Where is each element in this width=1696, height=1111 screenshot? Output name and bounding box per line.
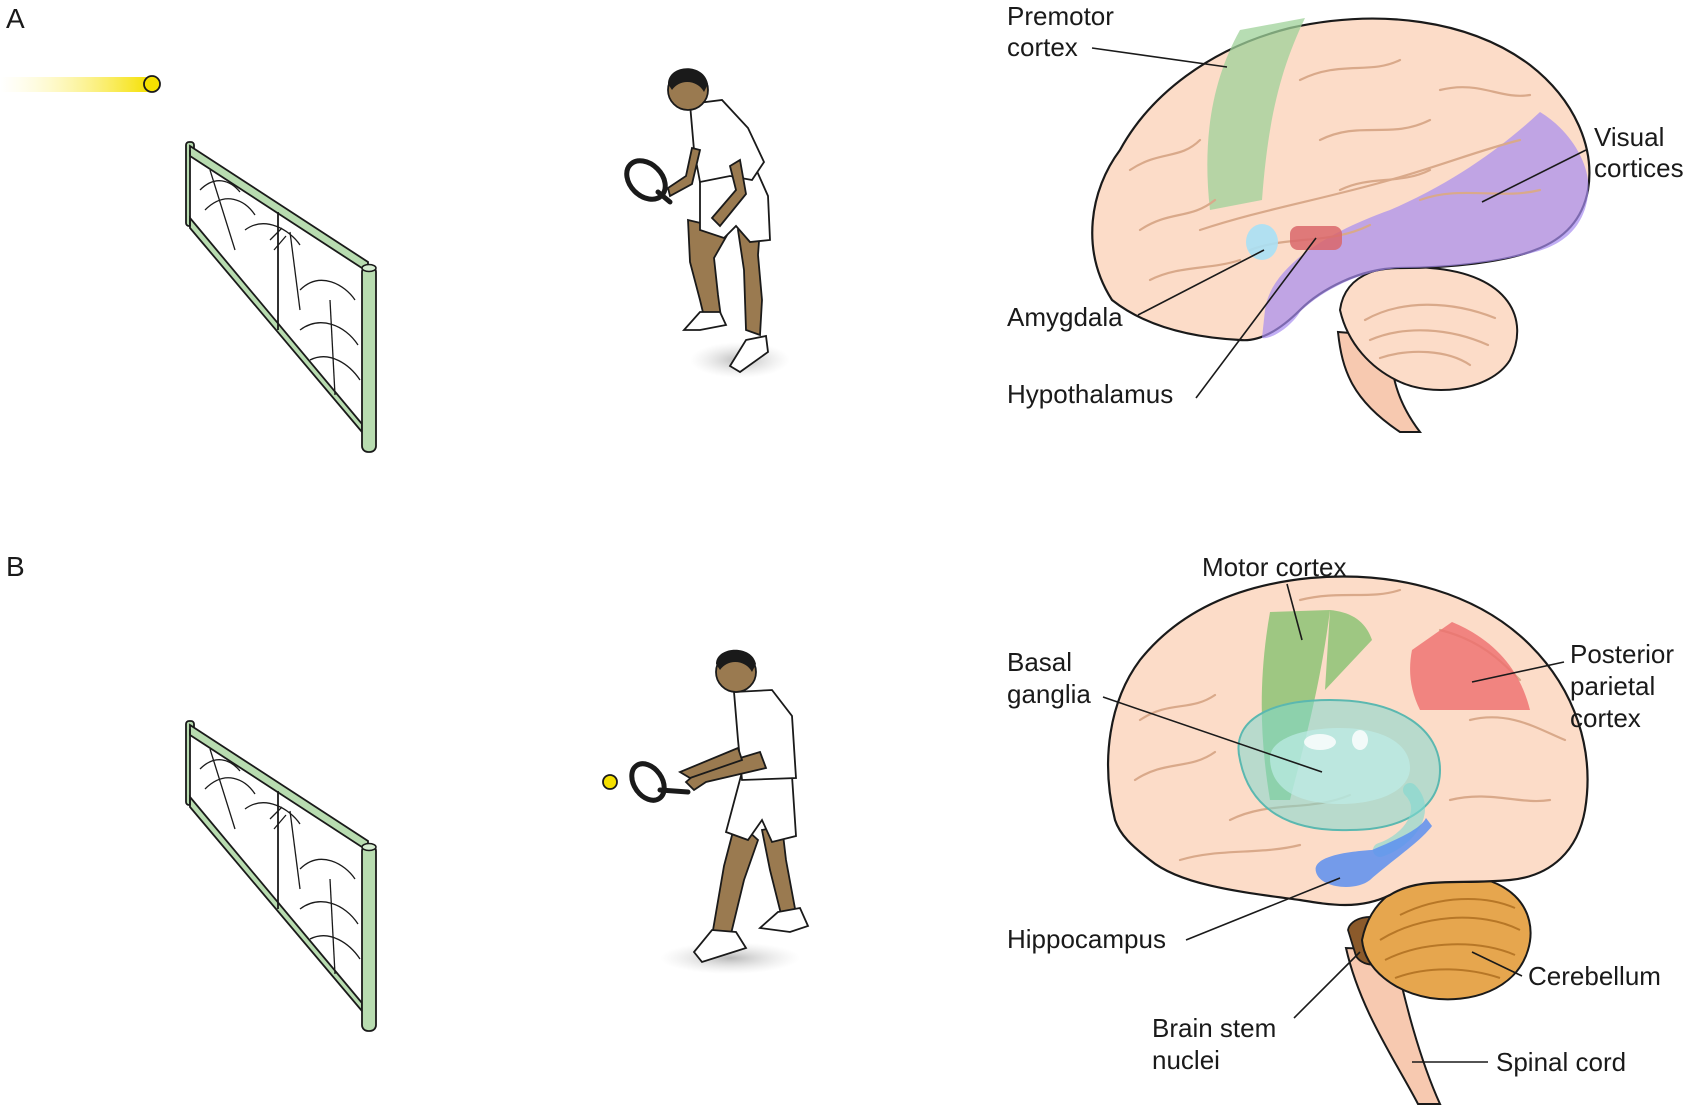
visual-label-line2: cortices: [1594, 153, 1684, 183]
ball-trail: [0, 77, 150, 92]
hippocampus-label: Hippocampus: [1007, 877, 1341, 954]
tennis-ball-b: [602, 774, 618, 790]
motor-cortex-label-text: Motor cortex: [1202, 552, 1347, 582]
hypothalamus-label: Hypothalamus: [1007, 237, 1317, 409]
visual-leader: [1481, 149, 1587, 203]
hypothalamus-label-text: Hypothalamus: [1007, 379, 1173, 409]
motor-cortex-leader: [1286, 583, 1303, 641]
amygdala-label-text: Amygdala: [1007, 302, 1123, 332]
hippocampus-region: [1315, 818, 1432, 887]
posterior-parietal-label: Posterior parietal cortex: [1471, 639, 1674, 733]
premotor-label-line2: cortex: [1007, 32, 1078, 62]
premotor-label-line1: Premotor: [1007, 1, 1114, 31]
posterior-label-line2: parietal: [1570, 671, 1655, 701]
spinal-cord-label-text: Spinal cord: [1496, 1047, 1626, 1077]
spinal-cord-b: [1344, 946, 1442, 1105]
visual-region: [1262, 112, 1589, 339]
motor-cortex-label: Motor cortex: [1202, 552, 1347, 641]
basal-ganglia-label-line1: Basal: [1007, 647, 1072, 677]
posterior-label-line3: cortex: [1570, 703, 1641, 733]
basal-ganglia-leader: [1102, 696, 1323, 773]
cerebellum-label-text: Cerebellum: [1528, 961, 1661, 991]
basal-ganglia-label-line2: ganglia: [1007, 679, 1091, 709]
posterior-parietal-region: [1410, 622, 1530, 710]
tennis-ball: [143, 75, 161, 93]
tennis-player-a: [624, 68, 790, 378]
basal-ganglia-label: Basal ganglia: [1007, 647, 1323, 773]
brainstem-label-line1: Brain stem: [1152, 1013, 1276, 1043]
amygdala-region: [1246, 224, 1278, 260]
posterior-label-line1: Posterior: [1570, 639, 1674, 669]
visual-label: Visual cortices: [1481, 122, 1684, 203]
cerebellum-leader: [1471, 951, 1523, 977]
hypothalamus-leader: [1195, 237, 1317, 399]
visual-label-line1: Visual: [1594, 122, 1664, 152]
amygdala-label: Amygdala: [1007, 249, 1265, 332]
panel-b: B: [6, 551, 1674, 1105]
premotor-leader: [1091, 47, 1228, 68]
posterior-leader: [1471, 661, 1565, 683]
tennis-net-a: [185, 141, 377, 453]
brainstem-label: Brain stem nuclei: [1152, 951, 1361, 1075]
panel-a: A: [0, 1, 1684, 453]
brainstem-leader: [1293, 951, 1361, 1019]
hippocampus-label-text: Hippocampus: [1007, 924, 1166, 954]
cerebellum-label: Cerebellum: [1471, 951, 1661, 991]
tennis-player-b: [602, 649, 810, 974]
brainstem-label-line2: nuclei: [1152, 1045, 1220, 1075]
brain-a: [1091, 17, 1591, 433]
panel-b-letter: B: [6, 551, 25, 582]
spinal-cord-label: Spinal cord: [1412, 1047, 1626, 1077]
amygdala-leader: [1137, 249, 1265, 316]
premotor-region: [1207, 18, 1305, 210]
tennis-net-b: [185, 720, 377, 1032]
hippocampus-leader: [1185, 877, 1341, 941]
panel-a-letter: A: [6, 3, 25, 34]
brain-b: [1107, 575, 1589, 1105]
premotor-label: Premotor cortex: [1007, 1, 1228, 68]
